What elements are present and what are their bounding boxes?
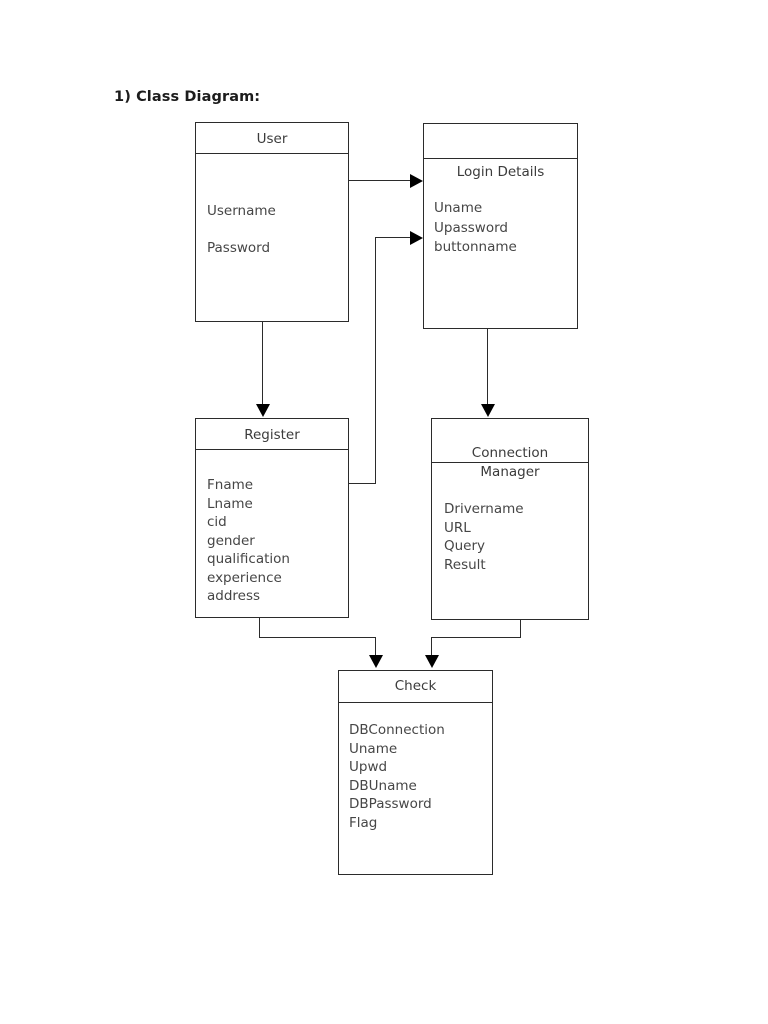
attribute-item: Fname — [207, 477, 254, 493]
class-divider — [432, 462, 588, 463]
class-name-connection-manager-line1: Connection — [471, 445, 549, 461]
page-title: 1) Class Diagram: — [114, 89, 261, 105]
class-attributes-user: Username Password — [207, 193, 276, 266]
class-name-connection-manager-line2: Manager — [480, 464, 540, 480]
connector-register-to-check-seg2 — [259, 637, 376, 638]
class-attributes-check: DBConnection Uname Upwd DBUname DBPasswo… — [349, 721, 445, 832]
class-attributes-login-details: Uname Upassword buttonname — [434, 199, 517, 258]
attribute-item: gender — [207, 532, 255, 549]
connector-register-to-login-details-seg2 — [375, 237, 376, 484]
attribute-item: qualification — [207, 551, 290, 567]
class-box-connection-manager[interactable]: Connection Manager Drivername URL Query … — [431, 418, 589, 620]
connector-connection-manager-to-check-seg2 — [431, 637, 521, 638]
attribute-item: DBPassword — [349, 796, 432, 812]
attribute-item: experience — [207, 569, 282, 586]
attribute-item: Upwd — [349, 759, 388, 775]
class-attributes-connection-manager: Drivername URL Query Result — [444, 500, 524, 574]
attribute-item: DBUname — [349, 777, 417, 794]
class-divider — [339, 702, 492, 703]
class-attributes-register: Fname Lname cid gender qualification exp… — [207, 476, 290, 606]
attribute-item: Lname — [207, 495, 253, 512]
class-name-check: Check — [394, 678, 437, 694]
attribute-item: Drivername — [444, 501, 524, 517]
attribute-item: Username — [207, 203, 276, 219]
class-box-user[interactable]: User Username Password — [195, 122, 349, 322]
arrowhead-icon — [480, 404, 495, 417]
class-name-login-details: Login Details — [456, 164, 545, 180]
class-box-check[interactable]: Check DBConnection Uname Upwd DBUname DB… — [338, 670, 493, 875]
arrowhead-icon — [410, 230, 423, 245]
attribute-item: buttonname — [434, 239, 517, 255]
attribute-item: Result — [444, 556, 486, 573]
class-box-login-details[interactable]: Login Details Uname Upassword buttonname — [423, 123, 578, 329]
attribute-item: Password — [207, 239, 271, 256]
arrowhead-icon — [255, 404, 270, 417]
attribute-item: DBConnection — [349, 722, 445, 738]
connector-user-to-login-details — [349, 180, 412, 181]
attribute-item: Flag — [349, 814, 378, 831]
attribute-item: Uname — [349, 740, 398, 757]
class-divider — [196, 153, 348, 154]
connector-user-to-register — [262, 322, 263, 405]
attribute-item: Query — [444, 538, 486, 554]
attribute-item: Uname — [434, 200, 483, 216]
class-divider — [196, 449, 348, 450]
arrowhead-icon — [368, 655, 383, 668]
attribute-item: cid — [207, 514, 227, 530]
class-divider — [424, 158, 577, 159]
attribute-item: URL — [444, 519, 471, 536]
connector-register-to-login-details-seg3 — [375, 237, 412, 238]
class-box-register[interactable]: Register Fname Lname cid gender qualific… — [195, 418, 349, 618]
class-name-register: Register — [244, 427, 300, 443]
connector-register-to-login-details-seg1 — [349, 483, 376, 484]
arrowhead-icon — [424, 655, 439, 668]
connector-login-details-to-connection-manager — [487, 329, 488, 405]
class-name-user: User — [256, 131, 288, 147]
attribute-item: address — [207, 588, 261, 604]
attribute-item: Upassword — [434, 219, 508, 236]
connector-connection-manager-to-check-seg3 — [431, 637, 432, 656]
connector-register-to-check-seg3 — [375, 637, 376, 656]
connector-register-to-check-seg1 — [259, 618, 260, 638]
arrowhead-icon — [410, 173, 423, 188]
connector-connection-manager-to-check-seg1 — [520, 620, 521, 638]
